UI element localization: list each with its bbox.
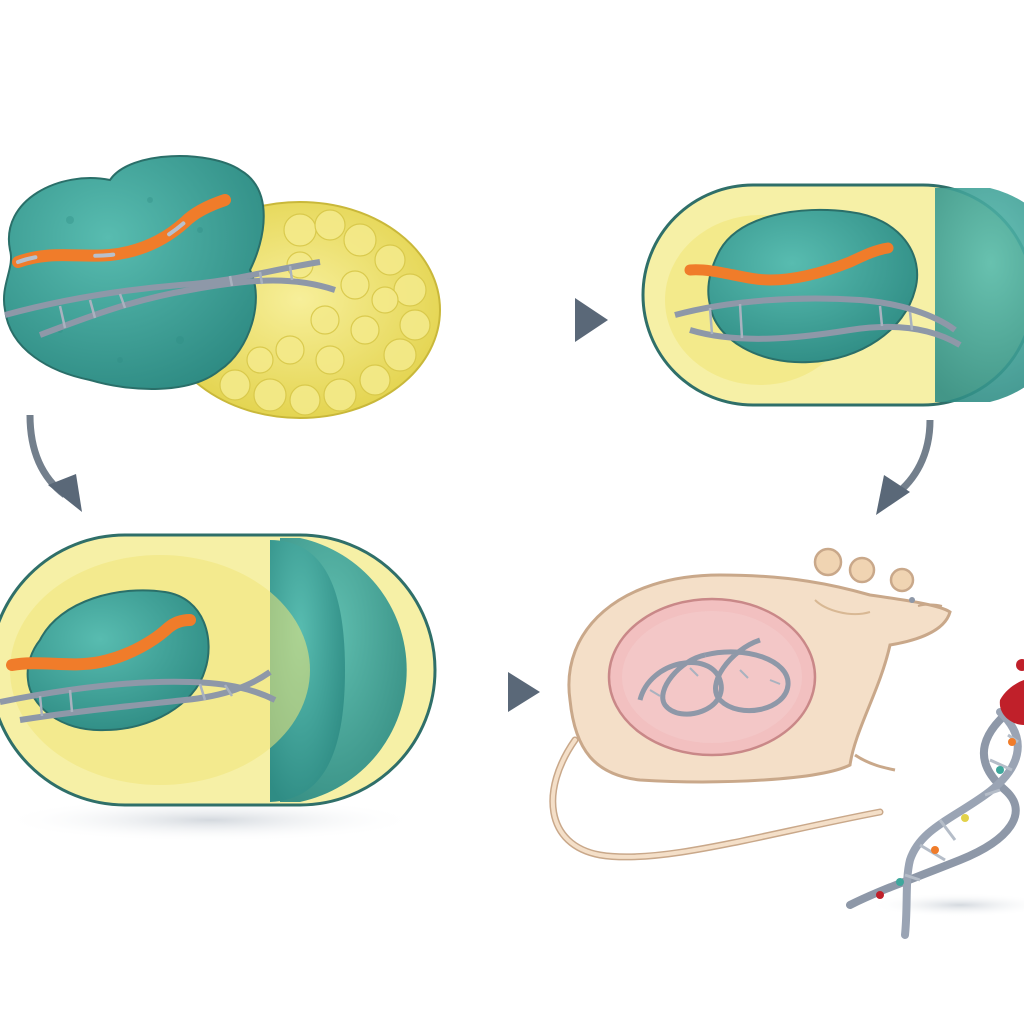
arrow-bottom-left-to-mouse	[440, 672, 540, 712]
dna-helix-icon	[846, 659, 1024, 939]
arrow-top-right-to-mouse	[876, 419, 934, 515]
arrow-fusion-to-bottom-left	[26, 414, 82, 512]
mouse-icon	[549, 547, 952, 861]
arrow-fusion-to-top-right	[455, 298, 608, 342]
cell-fusion-icon	[3, 155, 441, 419]
cell-capsule-bottom-left-icon	[0, 533, 437, 842]
cell-capsule-top-right-icon	[641, 183, 1024, 407]
